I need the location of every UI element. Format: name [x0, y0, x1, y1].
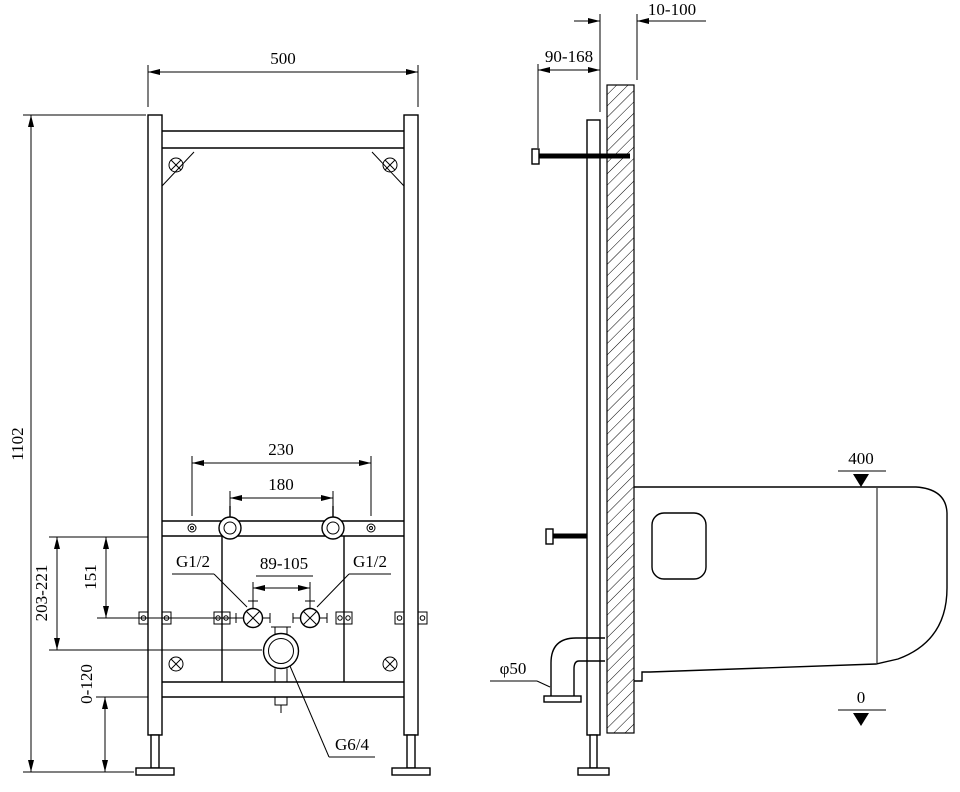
drain-diameter-label: φ50 — [500, 659, 527, 678]
level-arrow-0 — [853, 713, 869, 726]
supply-fittings — [187, 506, 376, 540]
dim-bolt-spacing-label: 230 — [268, 440, 294, 459]
cross-rail — [162, 520, 404, 537]
wall-bracket-top — [531, 148, 630, 165]
bidet-profile — [634, 486, 948, 682]
dimensions-side: 10-100 90-168 φ50 400 0 — [490, 0, 886, 726]
left-post — [147, 114, 163, 736]
top-rail — [162, 130, 404, 149]
dim-foot-adjust-label: 0-120 — [77, 664, 96, 704]
bottom-rail — [162, 681, 404, 698]
supply-right-label: G1/2 — [353, 552, 387, 571]
left-foot-plate — [135, 767, 175, 776]
wall-section-hatch — [606, 84, 635, 734]
front-view: 500 1102 203-221 151 0-120 230 — [8, 49, 431, 776]
mounting-frame-front — [135, 114, 431, 776]
water-valve-left — [235, 600, 271, 629]
drain-thread-label: G6/4 — [335, 735, 370, 754]
corner-gussets — [161, 151, 405, 187]
floor-level-label: 0 — [857, 688, 866, 707]
rim-height-label: 400 — [848, 449, 874, 468]
bidet-outline — [634, 486, 948, 682]
dimensions-front: 500 1102 203-221 151 0-120 230 — [8, 49, 419, 773]
left-foot-stem — [150, 734, 160, 769]
dim-width-label: 500 — [270, 49, 296, 68]
dim-supply-height-label: 203-221 — [32, 565, 51, 622]
right-post — [403, 114, 419, 736]
dim-valve-spacing-label: 89-105 — [260, 554, 308, 573]
right-foot-plate — [391, 767, 431, 776]
dim-wall-offset-label: 10-100 — [648, 0, 696, 19]
dim-height-label: 1102 — [8, 427, 27, 460]
supply-left-label: G1/2 — [176, 552, 210, 571]
dim-valve-height-label: 151 — [81, 564, 100, 590]
level-arrow-400 — [853, 474, 869, 487]
mounting-bolt-side — [545, 528, 587, 545]
dim-bracket-depth-label: 90-168 — [545, 47, 593, 66]
side-post — [586, 119, 601, 736]
right-foot-stem — [406, 734, 416, 769]
flush-opening — [651, 512, 707, 580]
mounting-frame-side — [577, 119, 610, 776]
drain-elbow — [543, 637, 605, 703]
side-foot-stem — [589, 734, 598, 769]
water-valve-right — [292, 600, 328, 629]
drain-fitting — [262, 626, 300, 713]
side-foot-plate — [577, 767, 610, 776]
inner-panel — [221, 536, 345, 682]
dim-fitting-spacing-label: 180 — [268, 475, 294, 494]
corner-screw-icon — [168, 157, 398, 672]
side-view: 10-100 90-168 φ50 400 0 — [490, 0, 948, 776]
